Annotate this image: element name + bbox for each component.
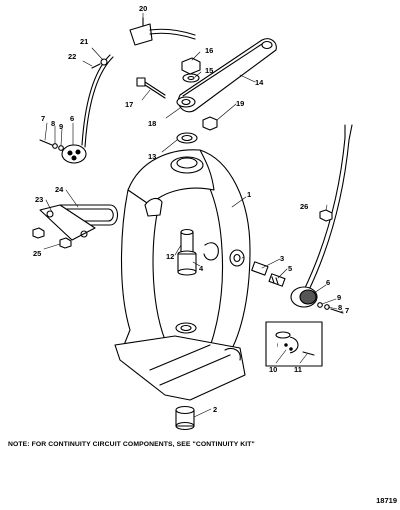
callout-labels: 20 21 22 16 15 14 17 18 19 13 7 8 9 6 1 … (33, 4, 349, 414)
callout-9a: 9 (59, 122, 63, 131)
leader-lines (43, 12, 344, 418)
right-sensor-wire (303, 124, 353, 293)
nut-26 (319, 209, 333, 222)
callout-25: 25 (33, 249, 41, 258)
plate (39, 204, 96, 241)
callout-7a: 7 (41, 114, 45, 123)
nut-19 (202, 116, 218, 131)
callout-5: 5 (288, 264, 292, 273)
sleeve-3 (251, 261, 269, 276)
callout-8b: 8 (338, 303, 342, 312)
callout-12: 12 (166, 252, 174, 261)
bushing-2 (175, 405, 195, 431)
callout-8a: 8 (51, 119, 55, 128)
gimbal-ring (114, 149, 251, 401)
callout-17: 17 (125, 100, 133, 109)
pivot-pin (177, 228, 197, 276)
callout-6a: 6 (70, 114, 74, 123)
callout-13: 13 (148, 152, 156, 161)
callout-19: 19 (236, 99, 244, 108)
callout-1: 1 (247, 190, 251, 199)
bolt-17 (136, 77, 166, 99)
nut-25a (32, 227, 45, 239)
callout-10: 10 (269, 365, 277, 374)
callout-14: 14 (255, 78, 264, 87)
callout-7b: 7 (345, 306, 349, 315)
callout-9b: 9 (337, 293, 341, 302)
callout-24: 24 (55, 185, 64, 194)
left-sensor-wire (81, 54, 114, 148)
callout-4: 4 (199, 264, 204, 273)
callout-22: 22 (68, 52, 76, 61)
callout-15: 15 (205, 66, 213, 75)
washer-13 (176, 132, 198, 144)
screw-5 (268, 273, 286, 287)
washer-15 (182, 73, 200, 83)
continuity-note: NOTE: FOR CONTINUITY CIRCUIT COMPONENTS,… (8, 441, 255, 448)
left-sensor (39, 139, 87, 164)
right-sensor (290, 286, 344, 314)
nut-25b (59, 237, 72, 249)
callout-6b: 6 (326, 278, 330, 287)
callout-11: 11 (294, 365, 302, 374)
callout-2: 2 (213, 405, 217, 414)
wire-clip-bracket (129, 17, 196, 46)
figure-number: 18719 (376, 496, 397, 505)
steering-lever (176, 38, 277, 113)
nut-16 (181, 57, 201, 75)
callout-16: 16 (205, 46, 213, 55)
callout-26: 26 (300, 202, 308, 211)
detail-inset (265, 321, 323, 367)
callout-18: 18 (148, 119, 156, 128)
callout-23: 23 (35, 195, 43, 204)
callout-20: 20 (139, 4, 147, 13)
callout-21: 21 (80, 37, 88, 46)
u-bolt (59, 204, 119, 226)
callout-3: 3 (280, 254, 284, 263)
